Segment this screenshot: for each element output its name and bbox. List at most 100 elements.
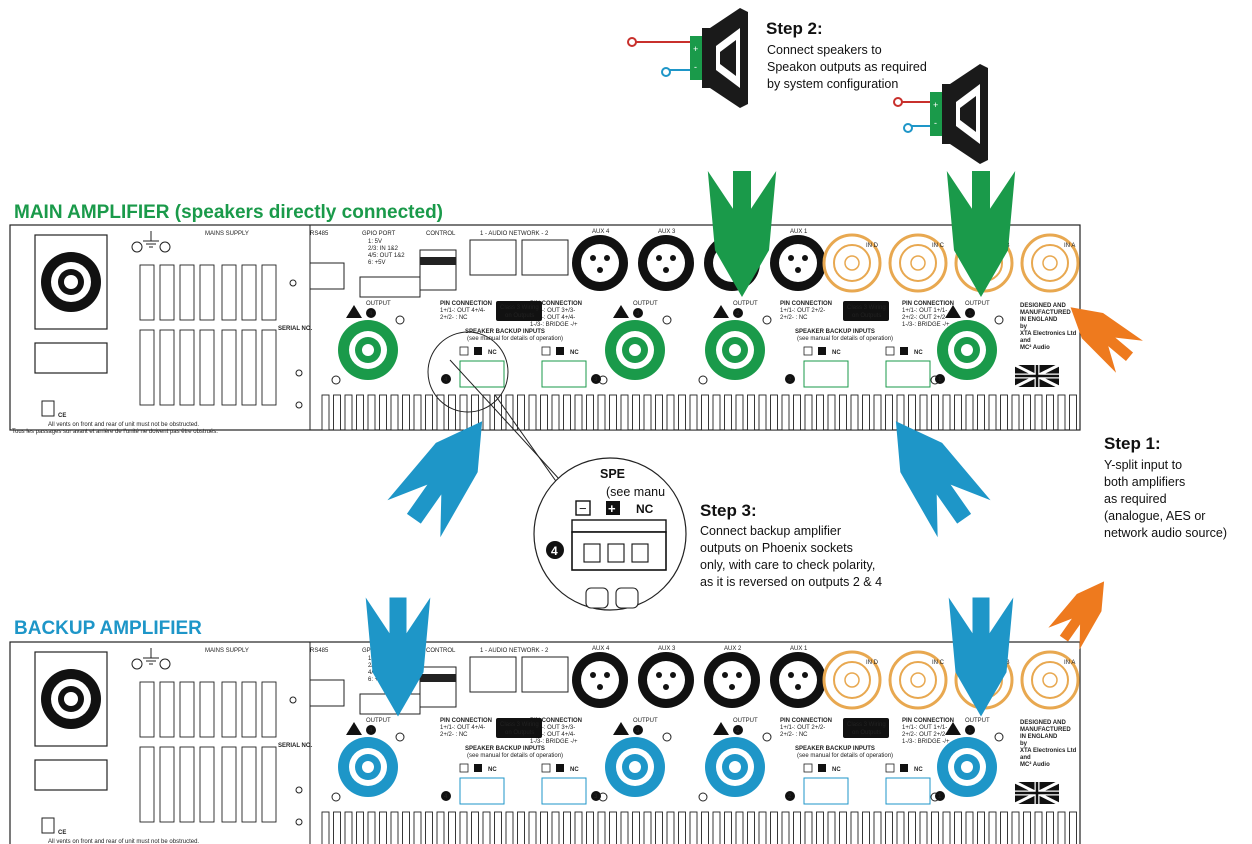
class3-wiring-text: Class 3 Wiring <box>500 722 539 728</box>
pin-connection-line: 1-/3-: BRIDGE -/+ <box>530 739 578 745</box>
speakon-output-center <box>629 344 641 356</box>
heatsink-fin <box>413 811 422 844</box>
ground-icon <box>143 648 159 665</box>
vent-slot <box>199 746 215 823</box>
phoenix-nc-label: NC <box>832 767 841 773</box>
designed-in-england-line: XTA Electronics Ltd <box>1020 331 1077 337</box>
pin-connection-line: 1+/1-: OUT 4+/4- <box>440 725 485 731</box>
vent-slot <box>261 329 277 406</box>
input-label: IN D <box>866 243 879 249</box>
mains-connector-center <box>64 275 78 289</box>
heatsink-fin <box>459 811 468 844</box>
xlr-pin <box>729 684 735 690</box>
heatsink-fin <box>321 394 330 431</box>
output-number-badge <box>633 725 643 735</box>
vent-slot <box>221 681 237 738</box>
heatsink-fin <box>850 811 859 844</box>
screw-icon <box>289 696 297 704</box>
blue-arrow-down <box>948 597 1014 717</box>
phoenix-minus-box <box>541 763 551 773</box>
orange-arrow <box>1048 581 1105 650</box>
xlr-pin <box>656 255 662 261</box>
pin-connection-line: 2+/2- : NC <box>440 732 468 738</box>
heatsink-fin <box>1046 394 1054 431</box>
step2-title: Step 2: <box>766 19 823 38</box>
class3-wiring-badge <box>843 718 889 738</box>
heatsink-fin <box>655 394 663 431</box>
output-label: OUTPUT <box>965 301 990 307</box>
input-xlr-center <box>844 672 860 688</box>
output-label: OUTPUT <box>633 718 658 724</box>
heatsink-fin <box>689 811 698 844</box>
ce-mark: CE <box>58 413 66 419</box>
heatsink-fin <box>402 394 410 431</box>
heatsink-fin <box>724 394 732 431</box>
step3-line-4: as it is reversed on outputs 2 & 4 <box>700 575 882 589</box>
vent-slot <box>199 329 215 406</box>
phoenix-minus-box <box>885 346 895 356</box>
control-port <box>419 249 457 291</box>
mains-supply-label: MAINS SUPPLY <box>205 648 249 654</box>
xlr-pin <box>795 267 801 273</box>
xlr-connector-face <box>581 661 619 699</box>
step2-line-1: Connect speakers to <box>767 43 882 57</box>
vent-slot <box>199 681 215 738</box>
vents-notice: All vents on front and rear of unit must… <box>48 839 199 844</box>
heatsink-fin <box>528 394 537 431</box>
heatsink-fin <box>482 394 491 431</box>
heatsink-fin <box>436 811 445 844</box>
uk-flag-icon <box>1014 363 1060 389</box>
xlr-pin <box>802 672 808 678</box>
heatsink-fin <box>517 811 525 844</box>
aux-label: AUX 2 <box>724 646 742 652</box>
screw-icon <box>762 732 772 742</box>
screw-icon <box>295 818 303 826</box>
heatsink-fin <box>781 394 790 431</box>
weee-bin-icon <box>41 400 55 417</box>
heatsink-fin <box>436 394 445 431</box>
input-label: IN D <box>866 660 879 666</box>
designed-in-england-line: MC² Audio <box>1020 344 1050 351</box>
input-label: IN A <box>1064 243 1075 249</box>
vent-slot <box>221 746 237 823</box>
heatsink-fin <box>390 394 399 431</box>
xlr-pin <box>604 672 610 678</box>
heatsink-fin <box>965 394 974 431</box>
xlr-pin <box>663 684 669 690</box>
heatsink-fin <box>356 811 364 844</box>
vents-notice-fr: Tous les passages sur avant et arrière d… <box>12 429 218 435</box>
heatsink-fin <box>1057 394 1066 431</box>
vent-slot <box>261 746 277 823</box>
heatsink-fin <box>402 811 410 844</box>
xlr-connector-face <box>779 244 817 282</box>
heatsink-fin <box>563 394 571 431</box>
svg-text:+: + <box>933 100 938 110</box>
input-xlr-center <box>910 672 926 688</box>
phoenix-number-badge <box>591 791 601 801</box>
svg-text:+: + <box>693 44 698 54</box>
class3-wiring-text: Class 3 Wiring <box>847 305 886 311</box>
input-label: IN C <box>932 660 945 666</box>
heatsink-fin <box>459 394 468 431</box>
step1-line-1: Y-split input to <box>1104 458 1182 472</box>
pin-connection-line: 1+/1-: OUT 2+/2- <box>780 725 825 731</box>
heatsink-fin <box>356 394 364 431</box>
warning-icon <box>945 722 961 735</box>
input-xlr-center <box>844 255 860 271</box>
designed-in-england-line: IN ENGLAND <box>1020 734 1058 740</box>
phoenix-plus-box <box>474 347 482 355</box>
heatsink-fin <box>827 394 836 431</box>
heatsink-fin <box>597 811 606 844</box>
vent-slot <box>179 264 195 321</box>
gpio-pin-label: 6: +5V <box>368 260 386 266</box>
vent-slot <box>139 746 155 823</box>
speaker-backup-inputs-note: (see manual for details of operation) <box>797 753 893 759</box>
phoenix-number: 4 <box>444 377 448 383</box>
vent-slot <box>241 264 257 321</box>
phoenix-plus-box <box>900 347 908 355</box>
xlr-pin <box>590 255 596 261</box>
phoenix-nc-label: NC <box>488 350 497 356</box>
pin-connection-line: 2+/2- : NC <box>780 732 808 738</box>
heatsink-fin <box>701 811 709 844</box>
step3-block: Step 3: Connect backup amplifier outputs… <box>700 501 882 589</box>
